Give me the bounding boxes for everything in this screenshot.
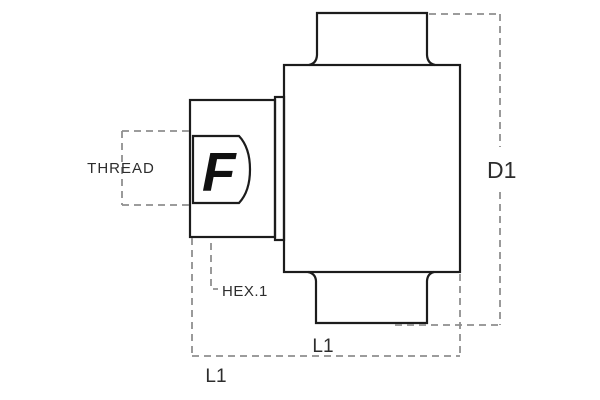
l1-lower-label: L1 bbox=[205, 366, 226, 387]
d1-label: D1 bbox=[487, 157, 516, 183]
brand-f-logo-icon: F bbox=[202, 141, 237, 203]
thread-label: THREAD bbox=[87, 160, 155, 177]
hex-nut-outline bbox=[188, 98, 277, 239]
bottom-port-outline bbox=[307, 270, 435, 325]
l1-upper-label: L1 bbox=[312, 336, 333, 357]
top-port-outline bbox=[308, 11, 436, 67]
hex1-leader-line bbox=[210, 243, 218, 290]
hex-face-panel bbox=[191, 134, 252, 205]
flange-outline bbox=[273, 95, 286, 242]
body-outline bbox=[282, 63, 462, 274]
hex1-label: HEX.1 bbox=[222, 283, 268, 300]
